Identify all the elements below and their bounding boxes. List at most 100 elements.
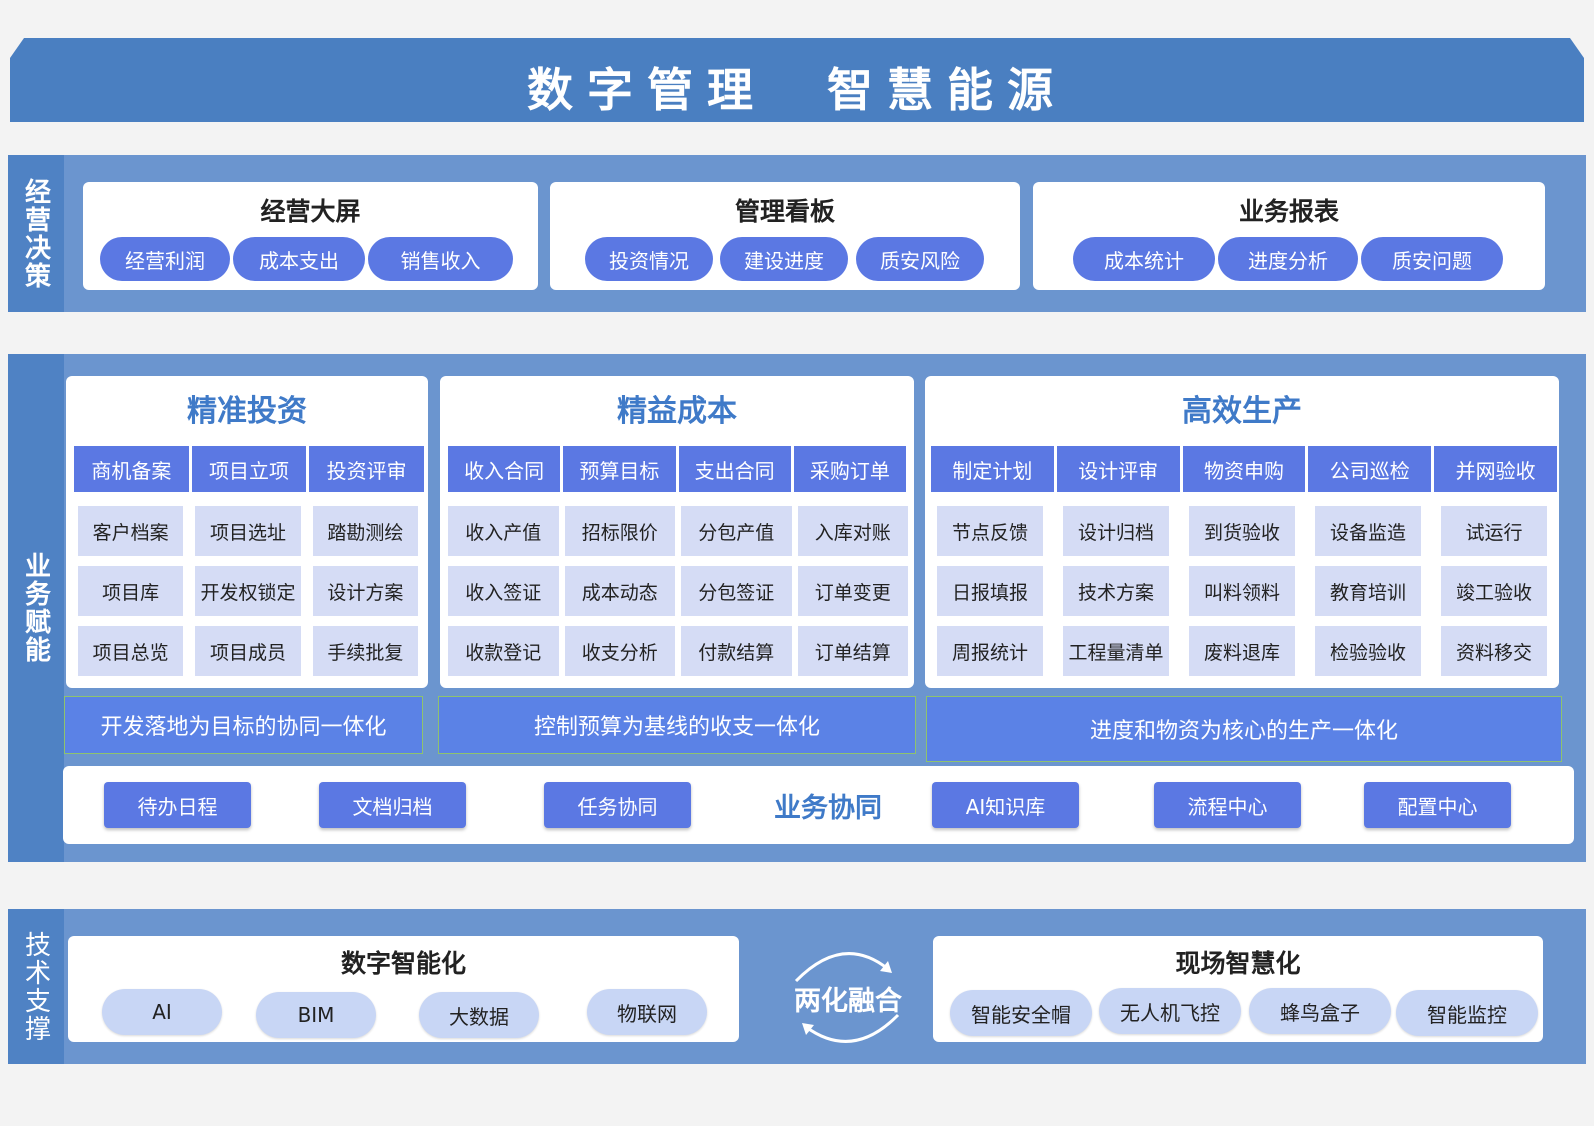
decision-card-screen: 经营大屏 经营利润 成本支出 销售收入 <box>83 182 538 290</box>
tech-card-digital: 数字智能化 AI BIM 大数据 物联网 <box>68 936 739 1042</box>
decision-item[interactable]: 质安风险 <box>856 237 984 281</box>
decision-item[interactable]: 建设进度 <box>720 237 848 281</box>
tech-item[interactable]: 物联网 <box>587 989 707 1035</box>
tech-item[interactable]: 智能监控 <box>1396 990 1538 1036</box>
panel-header[interactable]: 商机备案 <box>74 446 189 492</box>
panel-header[interactable]: 物资申购 <box>1182 446 1306 492</box>
panel-cell[interactable]: 叫料领料 <box>1189 566 1295 616</box>
panel-cell[interactable]: 资料移交 <box>1441 626 1547 676</box>
panel-header[interactable]: 收入合同 <box>448 446 561 492</box>
card-title: 经营大屏 <box>260 197 361 226</box>
collab-button[interactable]: 待办日程 <box>104 782 251 828</box>
panel-cell[interactable]: 试运行 <box>1441 506 1547 556</box>
panel-slogan: 控制预算为基线的收支一体化 <box>438 696 916 754</box>
panel-cell[interactable]: 收款登记 <box>448 626 559 676</box>
tech-item[interactable]: AI <box>102 989 222 1035</box>
panel-cell[interactable]: 付款结算 <box>681 626 792 676</box>
tech-item[interactable]: BIM <box>256 992 376 1038</box>
panel-grid: 节点反馈 设计归档 到货验收 设备监造 试运行 日报填报 技术方案 叫料领料 教… <box>937 506 1547 676</box>
panel-cell[interactable]: 招标限价 <box>564 506 675 556</box>
business-label: 业务赋能 <box>8 354 64 862</box>
panel-cell[interactable]: 工程量清单 <box>1063 626 1169 676</box>
panel-cell[interactable]: 教育培训 <box>1315 566 1421 616</box>
panel-cell[interactable]: 设计归档 <box>1063 506 1169 556</box>
panel-cell[interactable]: 订单结算 <box>797 626 908 676</box>
decision-item[interactable]: 进度分析 <box>1218 237 1358 281</box>
panel-title: 高效生产 <box>1182 394 1302 429</box>
panel-cell[interactable]: 客户档案 <box>78 506 184 556</box>
panel-cell[interactable]: 周报统计 <box>937 626 1043 676</box>
panel-investment: 精准投资 商机备案 项目立项 投资评审 客户档案 项目选址 踏勘测绘 项目库 开… <box>66 376 428 688</box>
panel-title: 精益成本 <box>617 394 737 429</box>
collab-button[interactable]: 任务协同 <box>544 782 691 828</box>
panel-cost: 精益成本 收入合同 预算目标 支出合同 采购订单 收入产值 招标限价 分包产值 … <box>440 376 914 688</box>
panel-header[interactable]: 设计评审 <box>1056 446 1180 492</box>
panel-header[interactable]: 支出合同 <box>678 446 791 492</box>
panel-cell[interactable]: 收入产值 <box>448 506 559 556</box>
panel-cell[interactable]: 竣工验收 <box>1441 566 1547 616</box>
panel-cell[interactable]: 成本动态 <box>564 566 675 616</box>
decision-item[interactable]: 成本统计 <box>1073 237 1215 281</box>
panel-cell[interactable]: 设备监造 <box>1315 506 1421 556</box>
collab-button[interactable]: 流程中心 <box>1154 782 1301 828</box>
collab-button[interactable]: 配置中心 <box>1364 782 1511 828</box>
tech-label: 技术支撑 <box>8 909 64 1064</box>
card-title: 业务报表 <box>1238 197 1339 226</box>
decision-label: 经营决策 <box>8 155 64 312</box>
decision-item[interactable]: 投资情况 <box>585 237 713 281</box>
panel-cell[interactable]: 项目总览 <box>78 626 184 676</box>
collab-button[interactable]: 文档归档 <box>319 782 466 828</box>
panel-header-row: 制定计划 设计评审 物资申购 公司巡检 并网验收 <box>931 446 1557 492</box>
panel-cell[interactable]: 手续批复 <box>312 626 418 676</box>
panel-header[interactable]: 并网验收 <box>1434 446 1557 492</box>
panel-cell[interactable]: 分包产值 <box>681 506 792 556</box>
panel-header[interactable]: 预算目标 <box>563 446 676 492</box>
decision-item[interactable]: 成本支出 <box>233 237 365 281</box>
panel-cell[interactable]: 日报填报 <box>937 566 1043 616</box>
panel-cell[interactable]: 收入签证 <box>448 566 559 616</box>
tech-card-site: 现场智慧化 智能安全帽 无人机飞控 蜂鸟盒子 智能监控 <box>933 936 1543 1042</box>
panel-header[interactable]: 公司巡检 <box>1308 446 1432 492</box>
panel-cell[interactable]: 技术方案 <box>1063 566 1169 616</box>
panel-cell[interactable]: 到货验收 <box>1189 506 1295 556</box>
panel-header[interactable]: 采购订单 <box>793 446 906 492</box>
panel-cell[interactable]: 节点反馈 <box>937 506 1043 556</box>
tech-band: 技术支撑 数字智能化 AI BIM 大数据 物联网 两化融合 现场智慧化 智能安… <box>8 909 1586 1064</box>
panel-grid: 收入产值 招标限价 分包产值 入库对账 收入签证 成本动态 分包签证 订单变更 … <box>448 506 908 676</box>
panel-cell[interactable]: 收支分析 <box>564 626 675 676</box>
cycle-arrows-icon <box>794 952 900 1043</box>
collab-button[interactable]: AI知识库 <box>932 782 1079 828</box>
tech-item[interactable]: 蜂鸟盒子 <box>1249 988 1391 1034</box>
panel-slogan: 开发落地为目标的协同一体化 <box>64 696 423 754</box>
panel-title: 精准投资 <box>187 394 307 429</box>
panel-slogan: 进度和物资为核心的生产一体化 <box>926 696 1562 762</box>
panel-cell[interactable]: 踏勘测绘 <box>312 506 418 556</box>
panel-cell[interactable]: 设计方案 <box>312 566 418 616</box>
panel-header[interactable]: 投资评审 <box>309 446 425 492</box>
panel-header-row: 收入合同 预算目标 支出合同 采购订单 <box>448 446 906 492</box>
panel-header[interactable]: 项目立项 <box>191 446 307 492</box>
decision-item[interactable]: 经营利润 <box>100 237 230 281</box>
panel-header[interactable]: 制定计划 <box>931 446 1054 492</box>
panel-cell[interactable]: 废料退库 <box>1189 626 1295 676</box>
panel-cell[interactable]: 订单变更 <box>797 566 908 616</box>
card-title: 数字智能化 <box>340 949 466 978</box>
fusion-cycle: 两化融合 <box>788 945 908 1049</box>
panel-cell[interactable]: 项目库 <box>78 566 184 616</box>
page-banner: 数字管理 智慧能源 <box>10 38 1584 122</box>
panel-production: 高效生产 制定计划 设计评审 物资申购 公司巡检 并网验收 节点反馈 设计归档 … <box>925 376 1559 688</box>
panel-cell[interactable]: 开发权锁定 <box>195 566 301 616</box>
tech-item[interactable]: 智能安全帽 <box>950 990 1092 1036</box>
panel-cell[interactable]: 检验验收 <box>1315 626 1421 676</box>
decision-item[interactable]: 质安问题 <box>1361 237 1503 281</box>
tech-item[interactable]: 无人机飞控 <box>1099 988 1241 1034</box>
panel-cell[interactable]: 项目选址 <box>195 506 301 556</box>
collab-bar: 待办日程 文档归档 任务协同 业务协同 AI知识库 流程中心 配置中心 <box>63 766 1574 844</box>
panel-cell[interactable]: 入库对账 <box>797 506 908 556</box>
panel-cell[interactable]: 项目成员 <box>195 626 301 676</box>
card-title: 管理看板 <box>734 197 835 226</box>
decision-item[interactable]: 销售收入 <box>368 237 513 281</box>
panel-grid: 客户档案 项目选址 踏勘测绘 项目库 开发权锁定 设计方案 项目总览 项目成员 … <box>78 506 418 676</box>
tech-item[interactable]: 大数据 <box>419 992 539 1038</box>
panel-cell[interactable]: 分包签证 <box>681 566 792 616</box>
